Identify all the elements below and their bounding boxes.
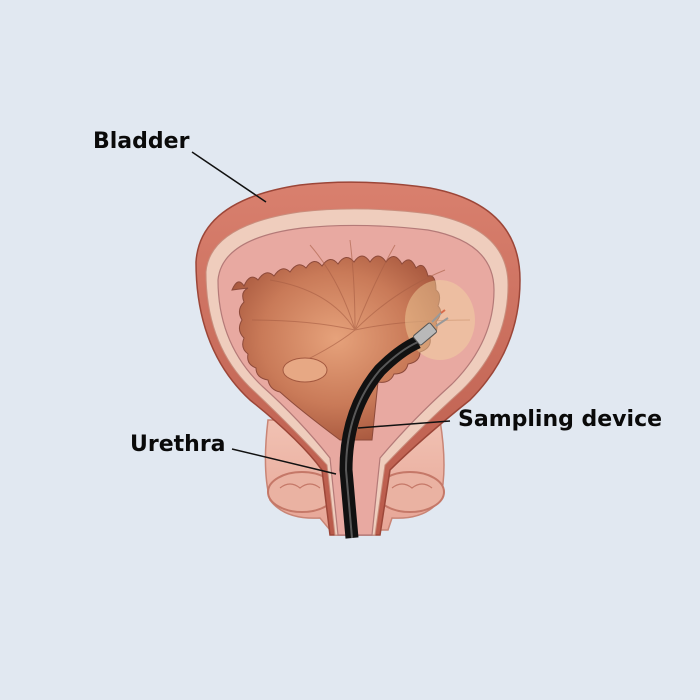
bladder-interior	[231, 239, 475, 441]
device-tip	[413, 309, 449, 346]
sampling-device-leader-line	[357, 420, 451, 429]
label-urethra: Urethra	[130, 432, 226, 457]
bladder-leader-line	[191, 151, 267, 203]
urethra-leader-line	[231, 448, 337, 475]
sampling-device	[339, 309, 449, 539]
label-bladder: Bladder	[93, 129, 190, 154]
label-sampling-device: Sampling device	[458, 407, 663, 432]
